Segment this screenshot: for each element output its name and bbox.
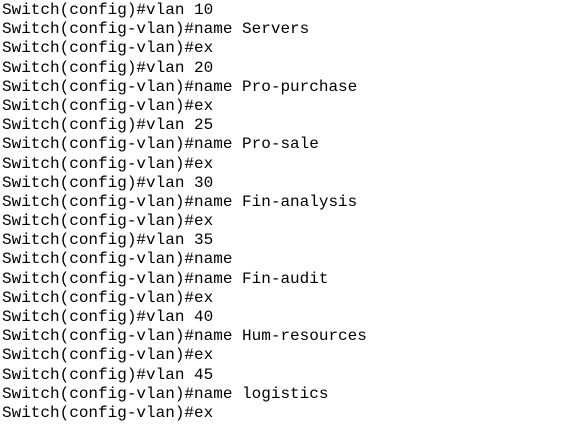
terminal-line: Switch(config)#vlan 35 bbox=[2, 231, 214, 250]
terminal-line: Switch(config-vlan)#ex bbox=[2, 346, 214, 365]
terminal-line: Switch(config-vlan)#name Pro-sale bbox=[2, 135, 319, 154]
terminal-line: Switch(config-vlan)#name logistics bbox=[2, 384, 329, 403]
terminal-line: Switch(config-vlan)#ex bbox=[2, 39, 214, 58]
terminal-line: Switch(config)#vlan 40 bbox=[2, 308, 214, 326]
terminal-line: Switch(config-vlan)#name Hum-resources bbox=[2, 327, 367, 346]
terminal-line: Switch(config)#vlan 45 bbox=[2, 365, 214, 384]
terminal-line: Switch(config-vlan)#ex bbox=[2, 96, 214, 115]
terminal-line: Switch(config-vlan)#name Fin-audit bbox=[2, 269, 329, 288]
terminal-line: Switch(config)#vlan 25 bbox=[2, 116, 214, 135]
terminal-line: Switch(config)#vlan 10 bbox=[2, 1, 214, 19]
terminal-line: Switch(config-vlan)#ex bbox=[2, 154, 214, 173]
terminal-line: Switch(config-vlan)#ex bbox=[2, 288, 214, 307]
terminal-line: Switch(config-vlan)#name Servers bbox=[2, 20, 310, 39]
terminal-line: Switch(config-vlan)#name Fin-analysis bbox=[2, 192, 358, 211]
terminal-line: Switch(config)#vlan 20 bbox=[2, 58, 214, 77]
terminal-line: Switch(config-vlan)#name Pro-purchase bbox=[2, 77, 358, 96]
terminal-line: Switch(config-vlan)#ex bbox=[2, 403, 214, 422]
terminal-line: Switch(config-vlan)#name bbox=[2, 250, 233, 269]
terminal-line: Switch(config-vlan)#ex bbox=[2, 212, 214, 231]
terminal-line: Switch(config)#vlan 30 bbox=[2, 173, 214, 192]
